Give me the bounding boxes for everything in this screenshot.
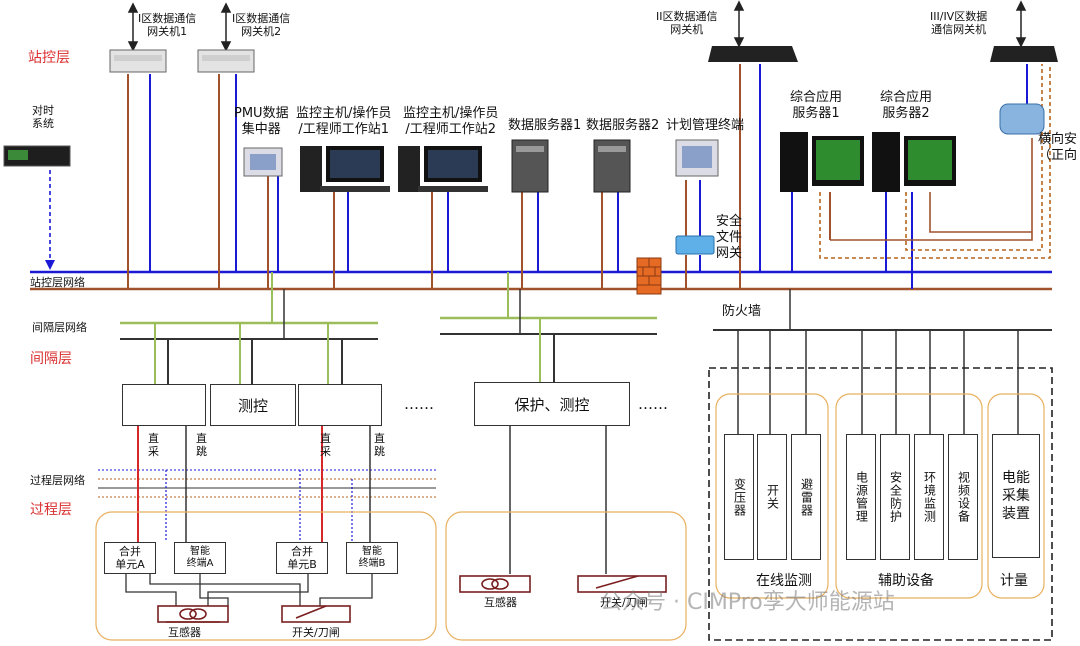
gateway-2-label: I区数据通信 网关机2 (232, 12, 291, 38)
aux-item-power-label: 电源管理 (854, 471, 869, 523)
smart-terminal-b: 智能 终端B (346, 542, 398, 574)
aux-item-video-label: 视频设备 (956, 471, 971, 523)
aux-item-environment-label: 环境监测 (922, 471, 937, 523)
aux-item-environment: 环境监测 (914, 434, 944, 560)
station-layer-label: 站控层 (28, 50, 70, 66)
bay-device-box-3 (298, 384, 382, 426)
watermark: 公众号 · CIMPro孪大师能源站 (600, 590, 895, 615)
online-item-switch: 开关 (757, 434, 787, 560)
pmu-label: PMU数据 集中器 (234, 106, 289, 137)
gateway-iii-iv-label: III/IV区数据 通信网关机 (930, 10, 988, 36)
app-server-2-label: 综合应用 服务器2 (880, 90, 933, 121)
aux-item-security: 安全防护 (880, 434, 910, 560)
link-b-trip: 直 跳 (374, 432, 385, 458)
data-server-2-label: 数据服务器2 (586, 118, 660, 133)
merge-unit-a: 合并 单元A (104, 542, 156, 574)
ct-1-label: 互感器 (168, 626, 201, 639)
aux-equipment-label: 辅助设备 (878, 573, 934, 589)
link-a-sampling: 直 采 (148, 432, 159, 458)
link-a-trip: 直 跳 (196, 432, 207, 458)
meter-item-label: 电能采集装置 (1002, 470, 1030, 522)
link-b-sampling: 直 采 (320, 432, 331, 458)
workstation-1-label: 监控主机/操作员 /工程师工作站1 (296, 106, 392, 137)
smart-terminal-a: 智能 终端A (174, 542, 226, 574)
data-server-1-label: 数据服务器1 (508, 118, 582, 133)
bay-network-label: 间隔层网络 (32, 321, 87, 334)
switch-2-label: 开关/刀闸 (600, 596, 648, 609)
workstation-2-label: 监控主机/操作员 /工程师工作站2 (403, 106, 499, 137)
process-network-label: 过程层网络 (30, 474, 85, 487)
online-item-arrester-label: 避雷器 (799, 477, 814, 517)
gateway-1-label: I区数据通信 网关机1 (138, 12, 197, 38)
firewall-label: 防火墙 (722, 304, 762, 319)
process-layer-label: 过程层 (30, 502, 72, 518)
isolation-device-label: 横向安 （正向 (1038, 132, 1078, 163)
merge-unit-b: 合并 单元B (276, 542, 328, 574)
ellipsis-2: …… (638, 395, 668, 413)
switch-1-label: 开关/刀闸 (292, 626, 340, 639)
online-item-transformer-label: 变压器 (732, 477, 747, 517)
metering-label: 计量 (1000, 573, 1028, 589)
aux-item-video: 视频设备 (948, 434, 978, 560)
measure-control-label: 测控 (237, 396, 268, 415)
measure-control-box: 测控 (210, 384, 296, 426)
merge-unit-b-label: 合并 单元B (287, 545, 317, 571)
app-server-1-label: 综合应用 服务器1 (790, 90, 843, 121)
meter-item: 电能采集装置 (992, 434, 1040, 558)
ellipsis-1: …… (404, 395, 434, 413)
online-monitor-label: 在线监测 (756, 573, 812, 589)
smart-terminal-b-label: 智能 终端B (358, 546, 386, 569)
online-item-arrester: 避雷器 (791, 434, 821, 560)
bay-layer-label: 间隔层 (30, 351, 72, 367)
secure-file-gateway-label: 安全 文件 网关 (716, 214, 743, 261)
gateway-ii-label: II区数据通信 网关机 (656, 10, 718, 36)
protection-control-box: 保护、测控 (474, 382, 630, 426)
plan-terminal-label: 计划管理终端 (666, 118, 745, 133)
ct-2-label: 互感器 (484, 596, 517, 609)
bay-device-box-1 (122, 384, 206, 426)
online-item-transformer: 变压器 (724, 434, 754, 560)
smart-terminal-a-label: 智能 终端A (186, 546, 214, 569)
station-network-label: 站控层网络 (30, 276, 85, 289)
aux-item-power: 电源管理 (846, 434, 876, 560)
merge-unit-a-label: 合并 单元A (115, 545, 145, 571)
protection-control-label: 保护、测控 (514, 395, 590, 414)
time-sync-label: 对时 系统 (32, 104, 54, 130)
online-item-switch-label: 开关 (765, 484, 780, 510)
aux-item-security-label: 安全防护 (888, 471, 903, 523)
